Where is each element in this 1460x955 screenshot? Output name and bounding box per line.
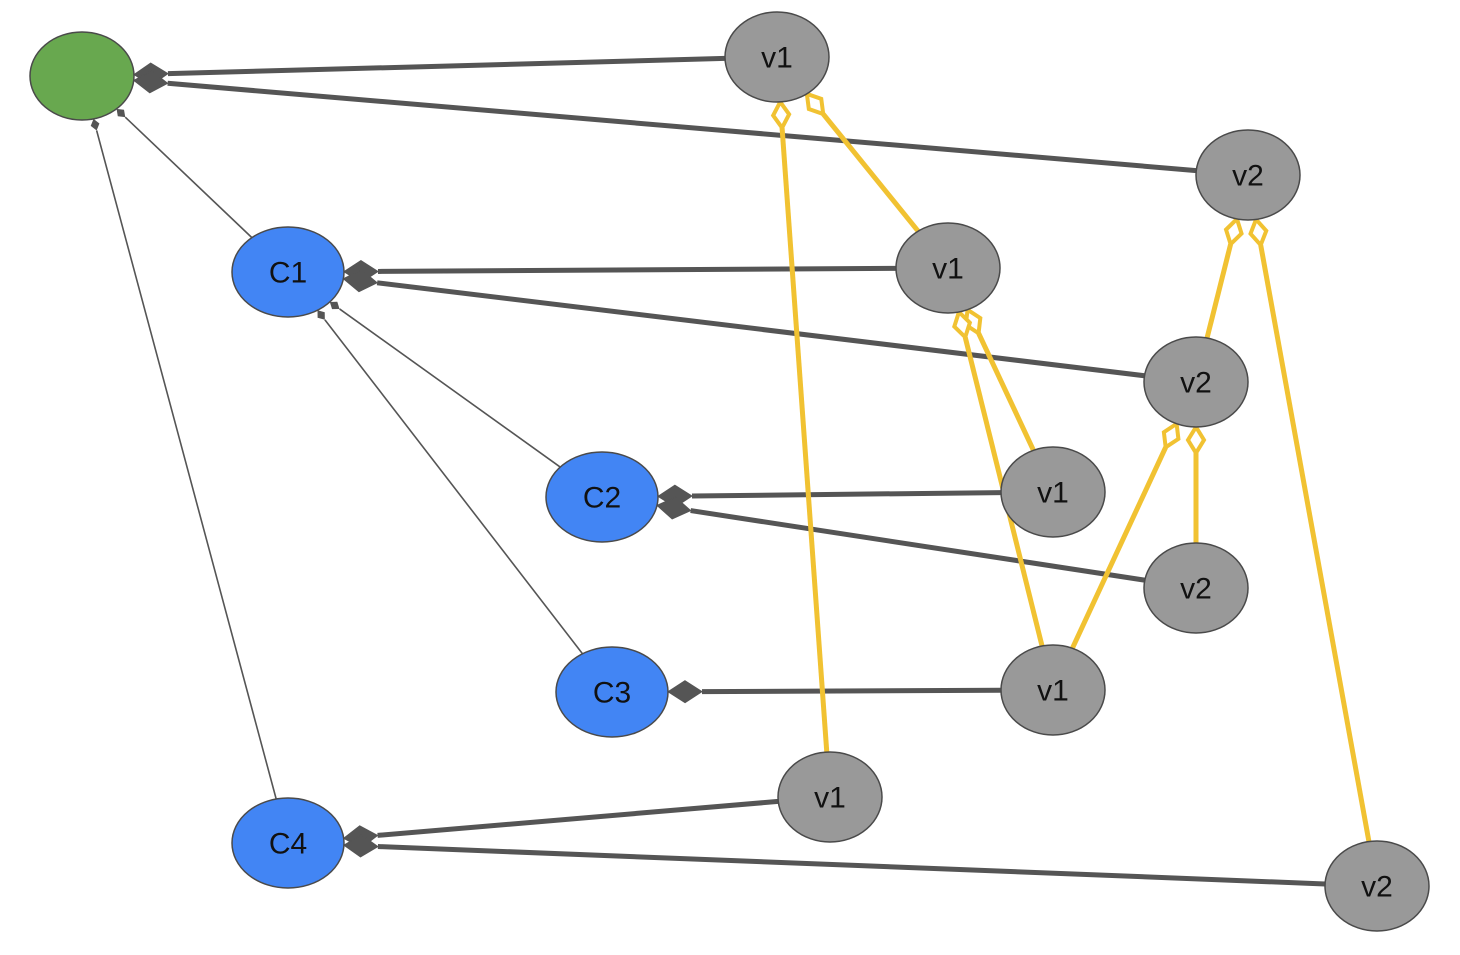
version-node-c1-v2[interactable]: v2 <box>1143 336 1249 428</box>
node-label: v2 <box>1180 367 1212 400</box>
composition-edge <box>343 834 1326 887</box>
version-edge <box>770 98 830 753</box>
node-label: v1 <box>1037 675 1069 708</box>
node-label: v1 <box>814 782 846 815</box>
small-diamond-marker <box>329 301 340 310</box>
composition-line <box>701 687 1002 695</box>
version-ellipse <box>724 11 830 103</box>
small-diamond-marker <box>90 118 100 131</box>
node-label: C3 <box>593 677 631 710</box>
composition-line <box>377 265 897 274</box>
class-ellipse <box>231 226 345 318</box>
inheritance-edge <box>329 301 561 468</box>
version-node-c2-v1[interactable]: v1 <box>1000 446 1106 538</box>
version-ellipse <box>1143 336 1249 428</box>
class-node-c4[interactable]: C4 <box>231 797 345 889</box>
hollow-diamond-marker <box>952 308 973 341</box>
version-ellipse <box>1000 446 1106 538</box>
composition-edge <box>667 680 1002 704</box>
node-label: v2 <box>1180 573 1212 606</box>
composition-edge <box>342 798 779 849</box>
version-line <box>1070 446 1168 650</box>
filled-diamond-marker <box>132 70 169 94</box>
inheritance-line <box>124 116 253 239</box>
composition-line <box>690 508 1146 583</box>
edges-layer <box>90 55 1372 887</box>
version-node-c4-v1[interactable]: v1 <box>777 751 883 843</box>
composition-edge <box>656 496 1146 583</box>
node-label: C2 <box>583 482 621 515</box>
composition-edge <box>133 55 726 86</box>
node-label: C4 <box>269 828 307 861</box>
inheritance-line <box>95 130 277 800</box>
composition-line <box>377 844 1326 887</box>
version-edge <box>804 90 921 233</box>
version-edge <box>1248 215 1372 842</box>
node-label: C1 <box>269 257 307 290</box>
composition-edge <box>132 70 1197 174</box>
root-node-root[interactable] <box>29 31 135 121</box>
hollow-diamond-marker <box>1161 420 1181 451</box>
inheritance-edge <box>116 108 253 239</box>
node-label: v1 <box>932 253 964 286</box>
class-ellipse <box>231 797 345 889</box>
version-edge <box>1204 215 1244 339</box>
version-ellipse <box>1324 840 1430 932</box>
class-node-c3[interactable]: C3 <box>555 646 669 738</box>
version-edge <box>1070 420 1181 650</box>
class-ellipse <box>545 451 659 543</box>
version-ellipse <box>777 751 883 843</box>
node-label: v1 <box>1037 477 1069 510</box>
filled-diamond-marker <box>342 269 379 293</box>
inheritance-line <box>324 319 584 655</box>
composition-line <box>167 55 726 77</box>
node-label: v2 <box>1232 160 1264 193</box>
composition-line <box>376 280 1145 379</box>
root-ellipse <box>29 31 135 121</box>
version-line <box>779 127 830 753</box>
class-ellipse <box>555 646 669 738</box>
hollow-diamond-marker <box>1248 215 1269 249</box>
hollow-diamond-marker <box>1223 215 1244 248</box>
version-node-c4-v2[interactable]: v2 <box>1324 840 1430 932</box>
inheritance-edge <box>90 118 277 800</box>
filled-diamond-marker <box>656 496 692 520</box>
version-node-c3-v1[interactable]: v1 <box>1000 644 1106 736</box>
version-edge <box>1185 423 1207 543</box>
hollow-diamond-marker <box>804 90 826 118</box>
hollow-diamond-marker <box>770 98 792 132</box>
version-ellipse <box>1000 644 1106 736</box>
version-node-c1-v1[interactable]: v1 <box>895 222 1001 314</box>
small-diamond-marker <box>116 108 126 118</box>
class-node-c2[interactable]: C2 <box>545 451 659 543</box>
hollow-diamond-marker <box>1185 423 1207 457</box>
node-label: v1 <box>761 42 793 75</box>
filled-diamond-marker <box>343 834 379 858</box>
version-line <box>1258 244 1372 842</box>
version-line <box>821 112 921 233</box>
version-ellipse <box>895 222 1001 314</box>
composition-line <box>691 490 1002 499</box>
version-ellipse <box>1143 542 1249 634</box>
composition-edge <box>343 259 897 284</box>
version-node-root-v1[interactable]: v1 <box>724 11 830 103</box>
version-line <box>976 332 1036 452</box>
version-line <box>1204 243 1234 339</box>
version-ellipse <box>1195 129 1301 221</box>
composition-line <box>167 80 1197 174</box>
version-node-root-v2[interactable]: v2 <box>1195 129 1301 221</box>
composition-edge <box>342 269 1145 379</box>
inheritance-edge <box>317 310 584 655</box>
filled-diamond-marker <box>667 680 703 704</box>
composition-edge <box>657 484 1002 508</box>
node-label: v2 <box>1361 871 1393 904</box>
small-diamond-marker <box>317 310 325 320</box>
version-node-c2-v2[interactable]: v2 <box>1143 542 1249 634</box>
class-node-c1[interactable]: C1 <box>231 226 345 318</box>
inheritance-line <box>339 308 561 468</box>
composition-line <box>377 798 779 838</box>
